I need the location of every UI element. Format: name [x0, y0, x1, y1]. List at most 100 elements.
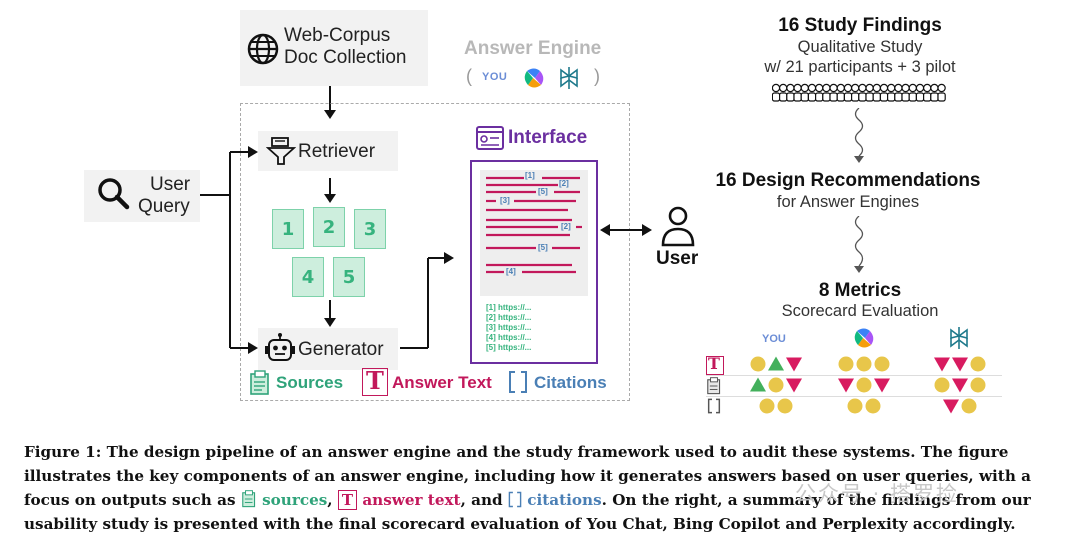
globe-icon: [247, 33, 279, 65]
perplexity-logo-icon: [560, 67, 578, 89]
findings-sub1: Qualitative Study: [797, 38, 923, 56]
participant-body: [865, 92, 874, 102]
search-icon: [98, 178, 130, 210]
interface-icon: [476, 126, 504, 150]
scorecard-sources-up-mark: [750, 377, 766, 392]
answer-engine-open-paren: (: [466, 66, 472, 86]
scorecard-divider: [706, 375, 1002, 376]
arrow-retriever-to-docs: [324, 178, 336, 203]
you-logo: YOU: [482, 71, 508, 83]
citation-tag: [2]: [559, 179, 569, 188]
scorecard-citations-circle-mark: [759, 398, 775, 414]
squiggle-connector: [854, 108, 864, 163]
findings-sub2: w/ 21 participants + 3 pilot: [764, 58, 956, 76]
scorecard-citations-down-mark: [943, 399, 959, 414]
scorecard-answer-text-icon: [706, 356, 724, 375]
user-query-line1: User: [150, 174, 191, 195]
scorecard-answer-text-circle-mark: [838, 356, 854, 372]
participant-head: [865, 83, 874, 93]
participant-body: [879, 92, 889, 102]
arrow-docs-to-generator: [324, 300, 336, 327]
participant-body: [923, 92, 932, 102]
participant-head: [908, 83, 917, 93]
participant-head: [858, 83, 867, 93]
scorecard-answer-text-up-mark: [768, 356, 784, 371]
arrow-interface-user: [600, 224, 652, 236]
participant-body: [937, 92, 946, 102]
participant-head: [836, 83, 846, 93]
caption-sources: sources: [262, 491, 328, 509]
scorecard-sources-circle-mark: [970, 377, 986, 393]
corpus-label-line2: Doc Collection: [284, 47, 407, 68]
scorecard-answer-text-circle-mark: [874, 356, 890, 372]
metrics-title: 8 Metrics: [818, 280, 902, 301]
participant-body: [793, 92, 802, 102]
interface-link: [1] https://...: [486, 303, 532, 312]
citation-tag: [1]: [525, 171, 535, 180]
scorecard-answer-text-circle-mark: [970, 356, 986, 372]
participant-body: [850, 92, 860, 102]
scorecard-sources-down-mark: [838, 378, 854, 393]
scorecard-sources-circle-mark: [934, 377, 950, 393]
participant-head: [850, 83, 860, 93]
participant-head: [922, 83, 932, 93]
participant-body: [778, 92, 788, 102]
user-query-line2: Query: [138, 196, 190, 217]
scorecard-answer-text-circle-mark: [856, 356, 872, 372]
copilot-logo-icon: [524, 68, 544, 88]
user-icon: [661, 206, 695, 247]
participant-body: [872, 92, 881, 102]
recs-sub: for Answer Engines: [776, 193, 920, 211]
scorecard-divider: [706, 396, 1002, 397]
interface-title: Interface: [508, 127, 588, 148]
participant-head: [829, 83, 838, 93]
citation-tag: [3]: [500, 196, 510, 205]
answer-text-icon: [362, 368, 388, 396]
caption-citations-icon: [508, 491, 522, 508]
interface-answer-lines: [486, 176, 582, 274]
participant-head: [886, 83, 896, 93]
recs-title: 16 Design Recommendations: [715, 170, 981, 191]
participant-head: [772, 83, 781, 93]
participant-head: [915, 83, 925, 93]
caption-sep2: , and: [460, 491, 508, 509]
sources-icon: [250, 370, 269, 395]
robot-icon: [265, 333, 295, 361]
scorecard-answer-text-down-mark: [786, 357, 802, 372]
answer-engine-container: [240, 103, 630, 401]
participant-head: [807, 83, 817, 93]
participant-head: [937, 83, 946, 93]
caption-sources-icon: [242, 490, 255, 508]
scorecard-perplexity-icon: [950, 327, 968, 349]
scorecard-copilot-icon: [854, 328, 874, 348]
scorecard-answer-text-glyph: T: [708, 354, 720, 373]
citation-tag: [2]: [561, 222, 571, 231]
citation-tag: [5]: [538, 187, 548, 196]
participant-body: [836, 92, 845, 102]
participant-head: [894, 83, 903, 93]
participant-body: [807, 92, 817, 102]
caption-answer-text-icon: T: [337, 490, 358, 510]
participant-body: [786, 92, 795, 102]
participant-body: [894, 92, 903, 102]
participant-body: [930, 92, 939, 102]
participant-body: [829, 92, 838, 102]
caption-part2: . On the right, a summary of the finding…: [24, 491, 1031, 533]
participant-head: [843, 83, 853, 93]
metrics-sub: Scorecard Evaluation: [781, 302, 939, 320]
caption-answer-text: answer text: [362, 491, 461, 509]
scorecard-citations-circle-mark: [865, 398, 881, 414]
figure-caption: Figure 1: The design pipeline of an answ…: [24, 440, 1059, 536]
interface-link: [4] https://...: [486, 333, 532, 342]
corpus-label-line1: Web-Corpus: [284, 25, 391, 46]
participant-head: [822, 83, 831, 93]
arrow-generator-to-interface: [400, 252, 454, 349]
participant-head: [930, 83, 939, 93]
squiggle-connector: [854, 216, 864, 273]
doc-5: 5: [333, 257, 365, 297]
participant-head: [815, 83, 824, 93]
participant-head: [786, 83, 795, 93]
participant-head: [879, 83, 889, 93]
participant-body: [822, 92, 831, 102]
doc-2: 2: [313, 207, 345, 247]
